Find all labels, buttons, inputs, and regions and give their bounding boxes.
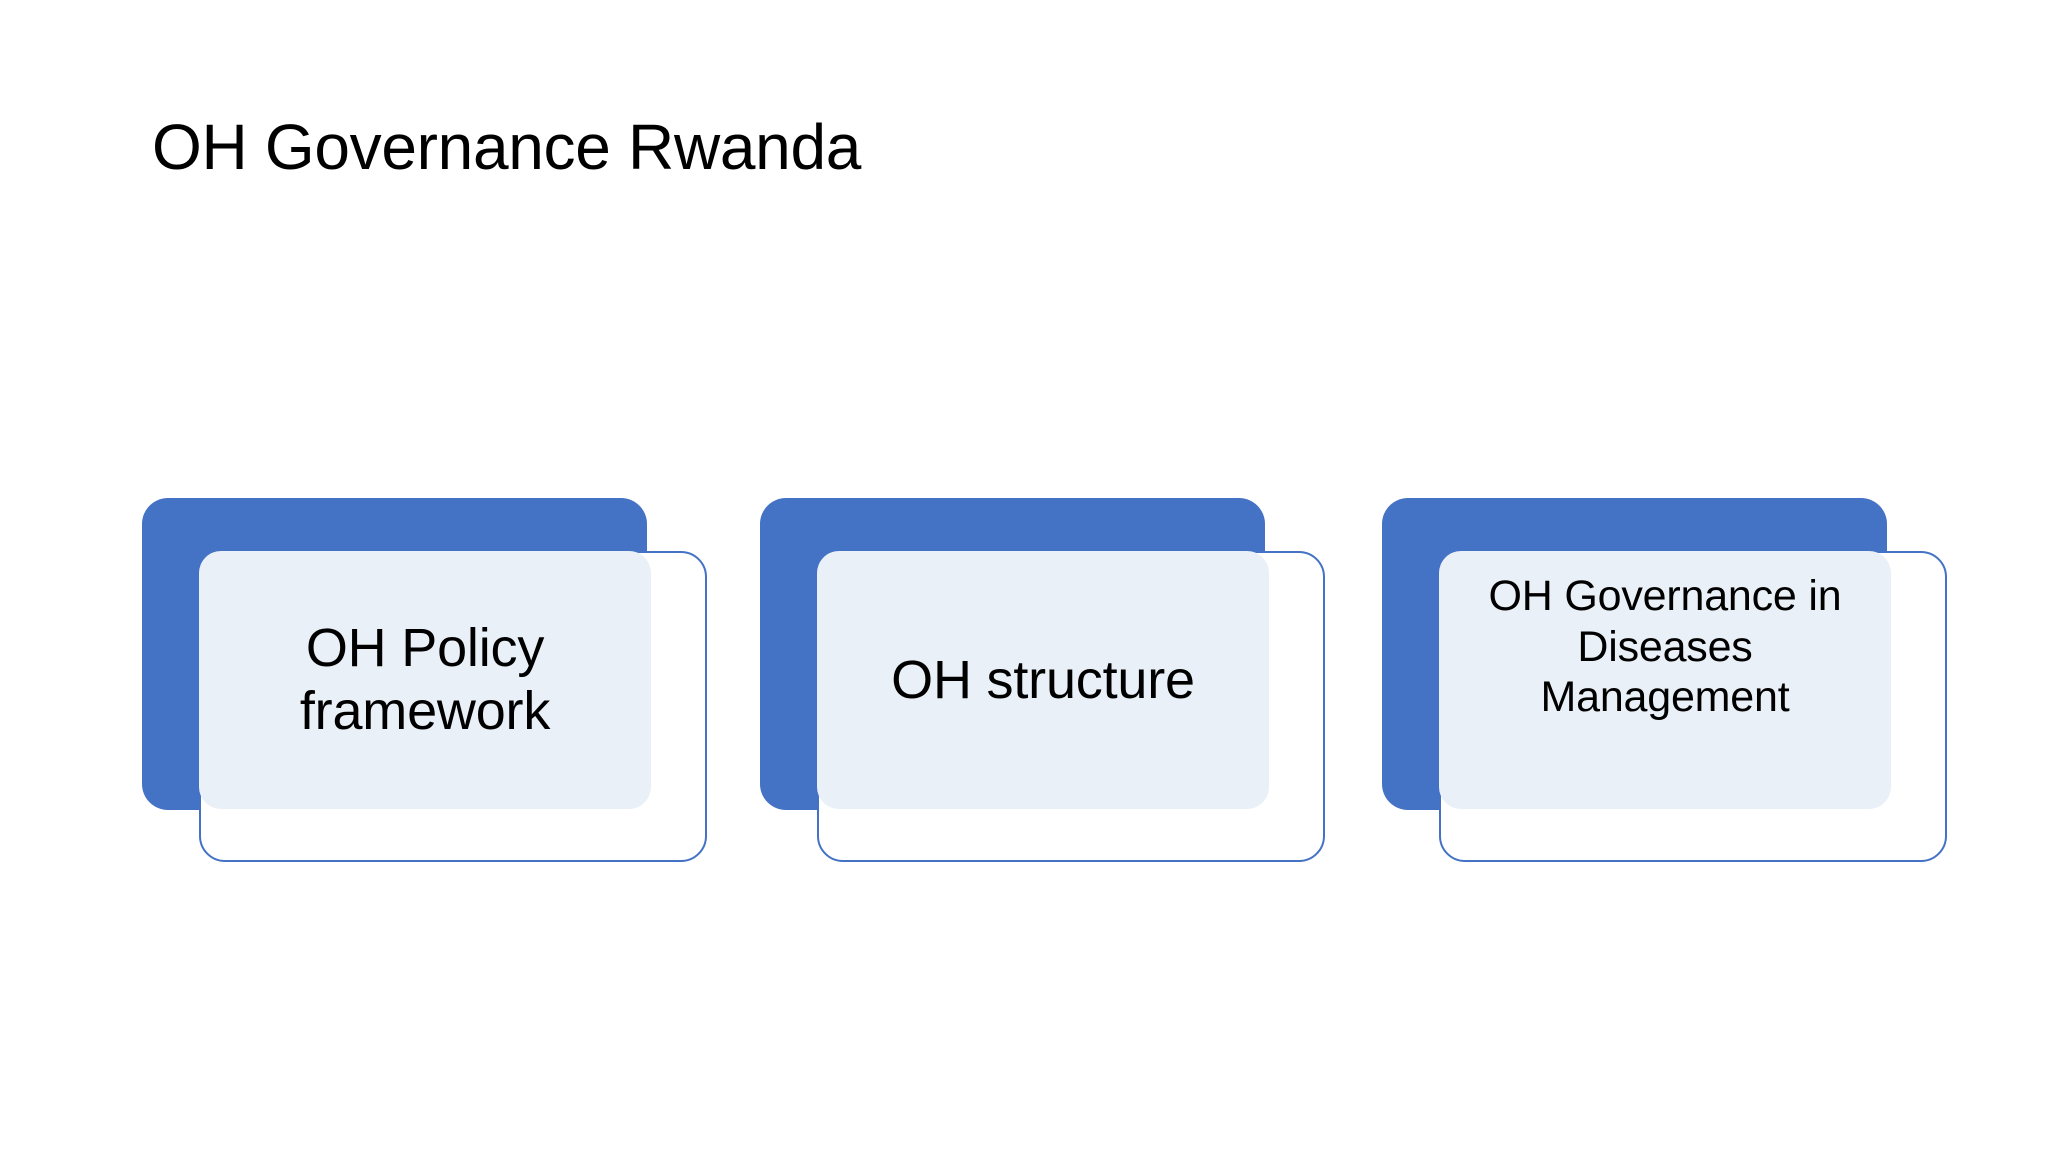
- card-panel[interactable]: OH Policy framework: [199, 551, 651, 809]
- card-oh-policy-framework[interactable]: OH Policy framework: [142, 480, 707, 862]
- card-row: OH Policy framework OH structure OH Gove…: [0, 480, 2048, 880]
- card-label: OH Policy framework: [299, 618, 551, 741]
- card-panel[interactable]: OH structure: [817, 551, 1269, 809]
- card-oh-structure[interactable]: OH structure: [760, 480, 1325, 862]
- card-panel[interactable]: OH Governance in Diseases Management: [1439, 551, 1891, 809]
- page-title: OH Governance Rwanda: [152, 111, 862, 183]
- card-label: OH Governance in Diseases Management: [1488, 572, 1842, 722]
- card-oh-governance-diseases-management[interactable]: OH Governance in Diseases Management: [1382, 480, 1947, 862]
- card-label: OH structure: [891, 649, 1195, 710]
